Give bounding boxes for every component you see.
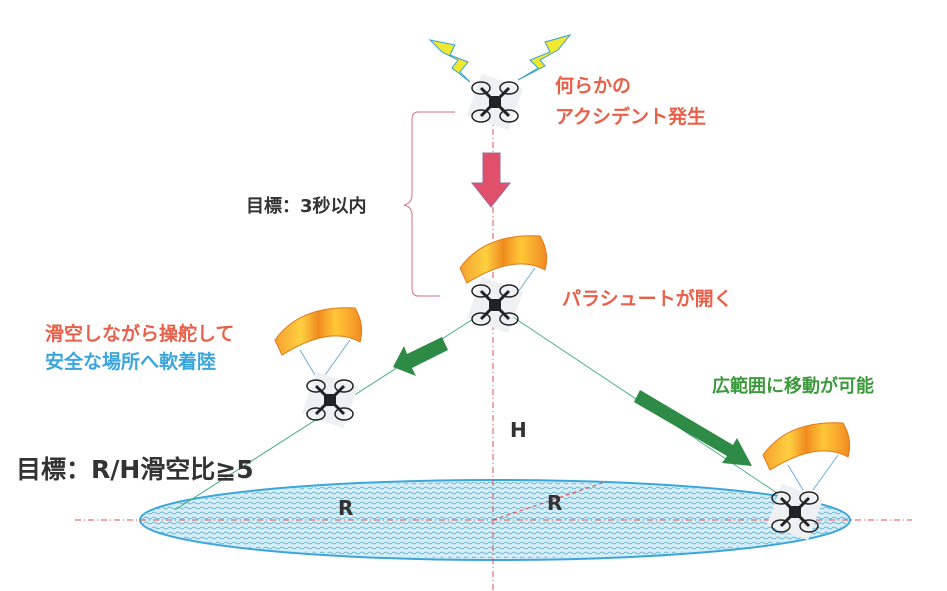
down-arrow-icon bbox=[470, 152, 512, 208]
radius-label-right: R bbox=[547, 491, 562, 515]
goal-ratio-label: 目標：R/H滑空比≧5 bbox=[16, 455, 254, 484]
accident-label-line1: 何らかの bbox=[555, 74, 631, 97]
parachute-icon-right bbox=[762, 422, 851, 491]
parachute-opens-label: パラシュートが開く bbox=[562, 287, 733, 310]
parachute-icon-left bbox=[274, 307, 363, 376]
green-arrow-left-icon bbox=[393, 337, 448, 376]
glide-label-line2: 安全な場所へ軟着陸 bbox=[45, 350, 216, 373]
glide-label-line1: 滑空しながら操舵して bbox=[45, 322, 234, 345]
height-label: H bbox=[510, 418, 527, 442]
lightning-icon bbox=[428, 34, 572, 83]
drone-icon-parachute bbox=[465, 275, 525, 335]
wide-move-label: 広範囲に移動が可能 bbox=[712, 375, 874, 397]
accident-label-line2: アクシデント発生 bbox=[555, 105, 706, 128]
radius-label-left: R bbox=[338, 496, 353, 520]
goal-time-label: 目標：3秒以内 bbox=[246, 195, 367, 217]
drone-icon-left bbox=[300, 370, 360, 430]
green-arrow-right-icon bbox=[634, 390, 752, 466]
time-bracket bbox=[403, 111, 440, 297]
drone-icon-accident bbox=[465, 72, 525, 132]
radius-line bbox=[492, 481, 606, 521]
